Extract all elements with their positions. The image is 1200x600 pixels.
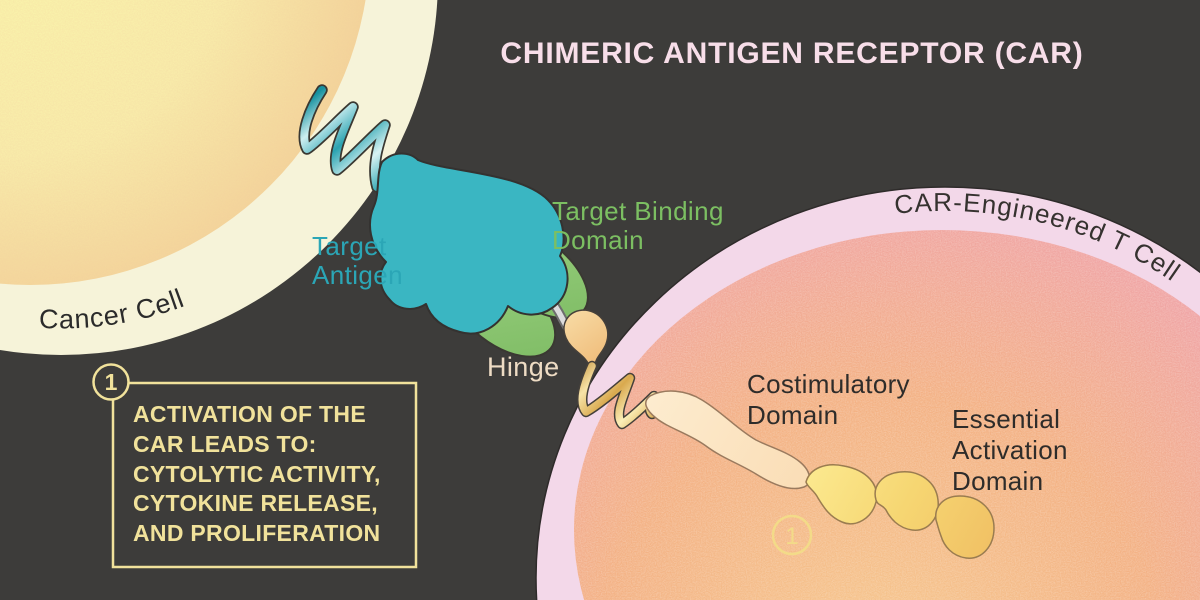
callout-line-3: CYTOLYTIC ACTIVITY, xyxy=(133,461,381,487)
essential-line1: Essential xyxy=(952,404,1060,434)
activation-blob-2 xyxy=(874,471,939,531)
callout-number-circle-icon xyxy=(92,363,130,401)
cancer-cell xyxy=(0,0,438,355)
activation-blob-3 xyxy=(935,495,995,559)
antigen-anchor-ribbon xyxy=(300,86,389,191)
activation-step-number: 1 xyxy=(785,523,798,550)
callout-border xyxy=(111,381,418,569)
activation-callout: 1 ACTIVATION OF THE CAR LEADS TO: CYTOLY… xyxy=(92,363,418,569)
cancer-cell-texture xyxy=(0,0,366,285)
target-antigen-label: Target Antigen xyxy=(312,231,403,290)
essential-line3: Domain xyxy=(952,466,1043,496)
target-binding-domain-label: Target Binding Domain xyxy=(552,196,724,255)
callout-line-2: CAR LEADS TO: xyxy=(133,431,317,457)
activation-step-circle-icon xyxy=(771,514,813,556)
callout-line-1: ACTIVATION OF THE xyxy=(133,401,366,427)
activation-step-marker: 1 xyxy=(771,514,813,556)
costimulatory-domain-label: Costimulatory Domain xyxy=(747,369,910,430)
callout-line-5: AND PROLIFERATION xyxy=(133,520,380,546)
hinge-label: Hinge xyxy=(487,352,560,382)
activation-domain-blobs xyxy=(805,464,995,559)
page-title: CHIMERIC ANTIGEN RECEPTOR (CAR) xyxy=(500,37,1083,70)
binding-domain-line1: Target Binding xyxy=(552,196,724,226)
target-antigen-line2: Antigen xyxy=(312,260,403,290)
costimulatory-domain-blob xyxy=(645,390,811,490)
binding-domain-line2: Domain xyxy=(552,225,644,255)
callout-number: 1 xyxy=(105,369,118,395)
t-cell-texture xyxy=(574,230,1200,600)
target-antigen-blob xyxy=(369,152,569,335)
costimulatory-line2: Domain xyxy=(747,400,838,430)
costimulatory-line1: Costimulatory xyxy=(747,369,910,399)
target-antigen-line1: Target xyxy=(312,231,387,261)
essential-activation-domain-label: Essential Activation Domain xyxy=(952,404,1068,496)
essential-line2: Activation xyxy=(952,435,1068,465)
t-cell xyxy=(535,186,1200,600)
activation-blob-1 xyxy=(805,464,878,525)
receptor-structure: 1 xyxy=(298,84,995,559)
callout-line-4: CYTOKINE RELEASE, xyxy=(133,490,378,516)
